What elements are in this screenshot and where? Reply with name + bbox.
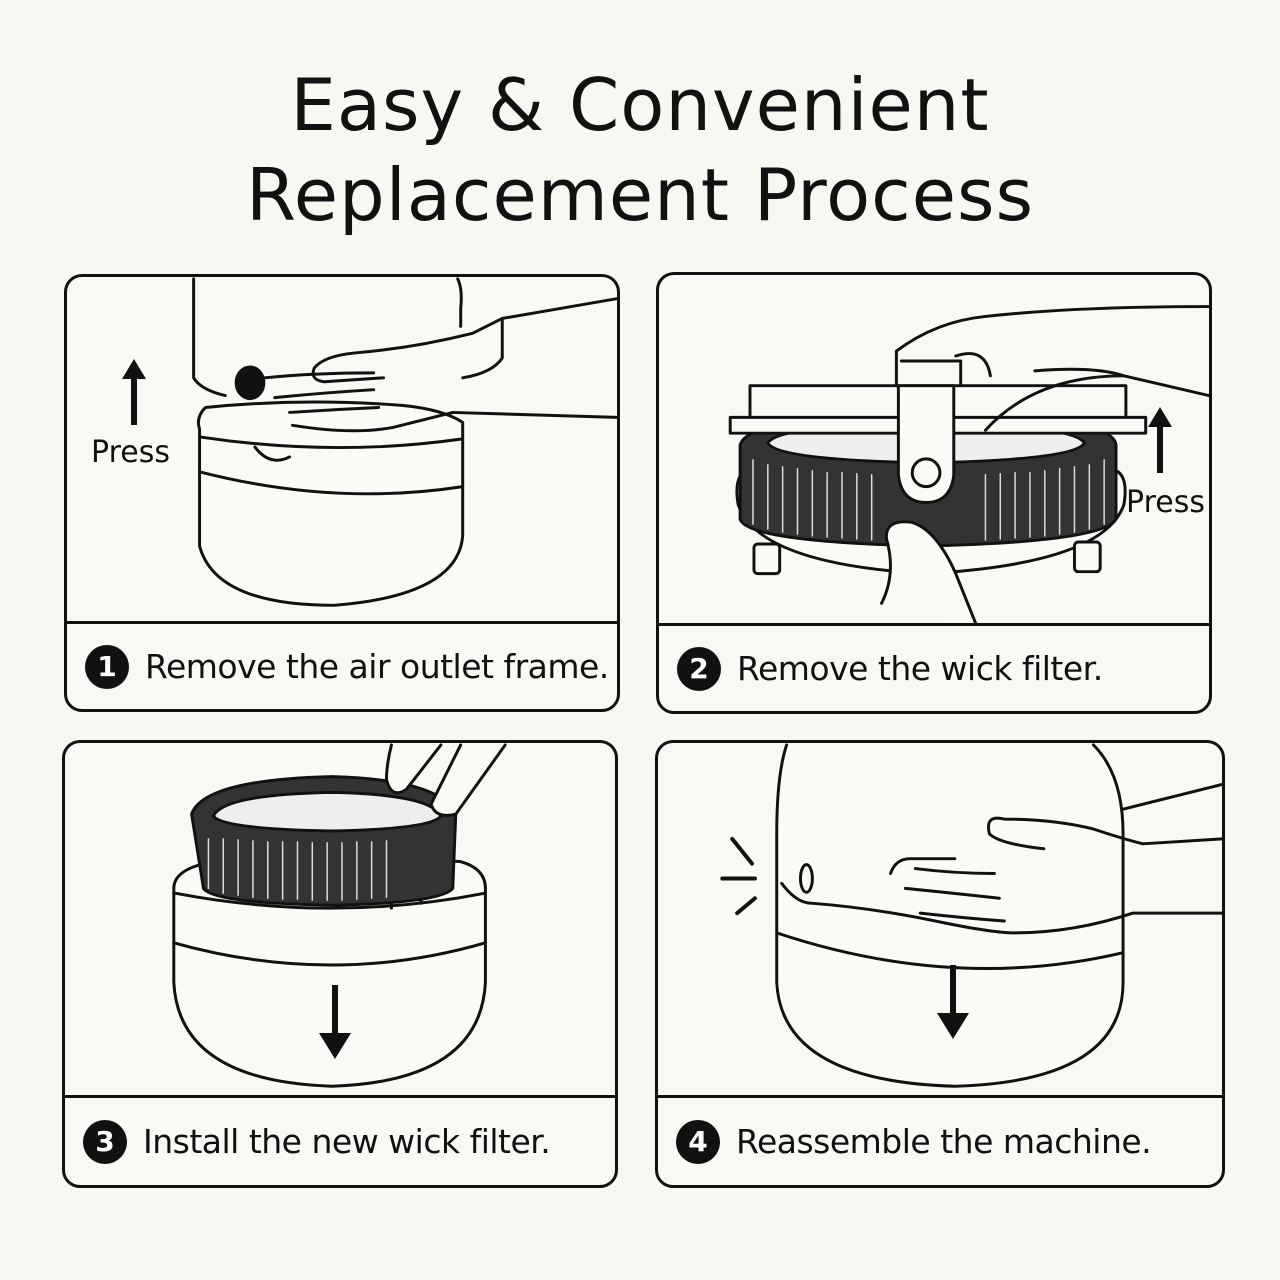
step-1-illustration <box>192 277 617 607</box>
step-3-illustration <box>172 743 507 1088</box>
step-caption-1: 1 Remove the air outlet frame. <box>67 621 617 709</box>
press-annotation <box>1145 403 1175 475</box>
step-caption-text: Remove the wick filter. <box>737 649 1103 688</box>
step-panel-2: Press 2 Remove the wick filter. <box>656 272 1212 714</box>
arrow-down-icon <box>319 985 351 1059</box>
step-caption-3: 3 Install the new wick filter. <box>65 1095 615 1185</box>
filter-pleats <box>207 838 388 901</box>
hand <box>780 881 1222 935</box>
title-line-1: Easy & Convenient <box>290 63 990 147</box>
step-caption-text: Remove the air outlet frame. <box>145 647 609 686</box>
press-label: Press <box>91 435 170 470</box>
press-annotation <box>119 355 149 427</box>
step-2-illustration <box>728 305 1209 625</box>
finger <box>880 520 978 625</box>
page-title: Easy & Convenient Replacement Process <box>0 60 1280 240</box>
step-4-illustration <box>720 743 1222 1088</box>
step-number-badge: 2 <box>677 646 721 691</box>
step-caption-text: Install the new wick filter. <box>143 1122 551 1161</box>
hand-top <box>894 305 1209 388</box>
release-button <box>234 365 266 401</box>
click-indicator-icon <box>720 836 757 916</box>
step-caption-text: Reassemble the machine. <box>736 1122 1152 1161</box>
arm <box>1121 782 1222 811</box>
hand <box>385 743 443 795</box>
step-panel-4: 4 Reassemble the machine. <box>655 740 1225 1188</box>
arrow-down-icon <box>937 965 969 1039</box>
step-panel-1: Press 1 Remove the air outlet frame. <box>64 274 620 712</box>
title-line-2: Replacement Process <box>245 153 1035 237</box>
step-number-badge: 3 <box>83 1119 127 1164</box>
filter-pleats <box>752 459 1105 541</box>
humidifier-body <box>196 400 465 607</box>
step-caption-4: 4 Reassemble the machine. <box>658 1095 1222 1185</box>
outlet-frame <box>192 277 227 398</box>
step-caption-2: 2 Remove the wick filter. <box>659 623 1209 711</box>
step-panel-3: 3 Install the new wick filter. <box>62 740 618 1188</box>
step-number-badge: 4 <box>676 1119 720 1164</box>
hand <box>311 297 617 384</box>
arrow-up-icon <box>122 359 146 425</box>
arrow-up-icon <box>1148 407 1172 473</box>
step-number-badge: 1 <box>85 644 129 689</box>
press-label: Press <box>1126 485 1205 520</box>
